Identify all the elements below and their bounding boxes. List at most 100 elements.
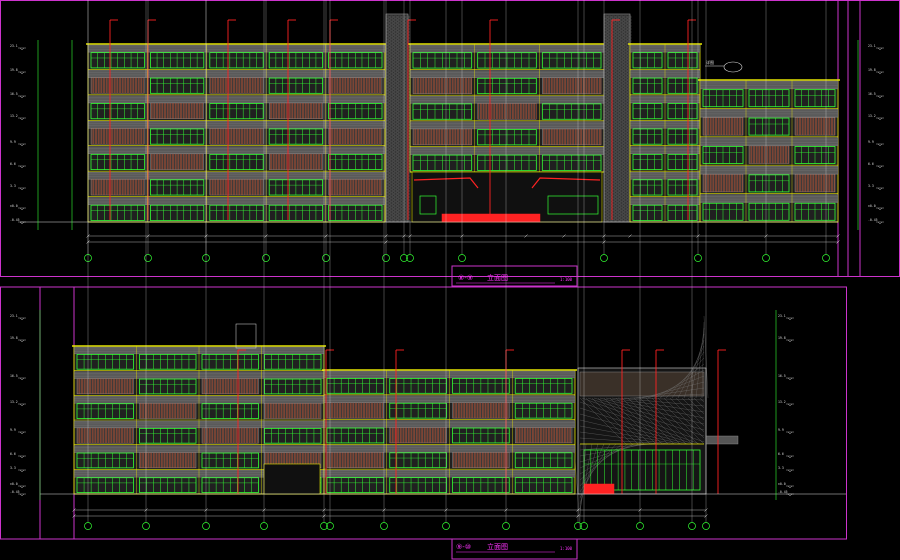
stair-tower-left-brick (405, 135, 410, 139)
stair-tower-left-brick (393, 132, 398, 136)
stair-tower-right-brick (615, 207, 620, 211)
stair-tower-right-brick (619, 57, 624, 61)
atrium-mesh (579, 443, 617, 487)
stair-tower-right-brick (607, 111, 612, 115)
stair-tower-left-brick (397, 42, 402, 46)
stair-tower-right-brick (607, 141, 612, 145)
stair-tower-right-brick (607, 87, 612, 91)
stair-tower-left-brick (401, 150, 406, 154)
stair-tower-right-brick (607, 126, 612, 130)
stair-tower-left-brick (389, 96, 394, 100)
stair-tower-right-brick (623, 156, 628, 160)
stair-tower-left-brick (393, 126, 398, 130)
stair-tower-right-brick (607, 57, 612, 61)
stair-tower-right-brick (615, 72, 620, 76)
stair-tower-left-brick (389, 51, 394, 55)
stair-tower-left-brick (393, 216, 398, 220)
stair-tower-right-brick (619, 36, 624, 40)
stair-tower-left-brick (393, 15, 398, 19)
stair-tower-right-brick (615, 201, 620, 205)
stair-tower-left-brick (405, 195, 410, 199)
stair-tower-left-brick (389, 78, 394, 82)
stair-tower-left-brick (397, 216, 402, 220)
stair-tower-right-brick (619, 141, 624, 145)
stair-tower-left-brick (405, 75, 410, 79)
stair-tower-left-brick (389, 15, 394, 19)
level-symbol (876, 117, 884, 121)
atrium-mesh (647, 375, 705, 399)
stair-tower-right-brick (619, 33, 624, 37)
stair-tower-right-brick (627, 27, 632, 31)
stair-tower-left-brick (393, 120, 398, 124)
stair-tower-left-brick (397, 174, 402, 178)
stair-tower-left-brick (405, 27, 410, 31)
stair-tower-left-brick (389, 45, 394, 49)
stair-tower-left-brick (405, 21, 410, 25)
spandrel-band (699, 166, 839, 175)
stair-tower-right-brick (615, 111, 620, 115)
stair-tower-left-brick (397, 66, 402, 70)
stair-tower-left-brick (389, 57, 394, 61)
spandrel-band (409, 44, 605, 53)
stair-tower-right-brick (619, 87, 624, 91)
stair-tower-left-brick (393, 150, 398, 154)
stair-tower-left-brick (393, 201, 398, 205)
stair-tower-left-brick (401, 147, 406, 151)
stair-tower-right-brick (623, 129, 628, 133)
stair-tower-right-brick (623, 180, 628, 184)
roof-structure (235, 323, 257, 349)
stair-tower-left-brick (401, 39, 406, 43)
stair-tower-left-brick (405, 33, 410, 37)
stair-tower-right-brick (619, 102, 624, 106)
level-label: 23.1 (778, 314, 786, 318)
stair-tower-right-brick (615, 30, 620, 34)
level-symbol (18, 485, 26, 489)
atrium-entry-steps (583, 483, 615, 495)
spandrel-band (87, 70, 386, 78)
stair-tower-left-brick (389, 186, 394, 190)
stair-tower-right-brick (627, 36, 632, 40)
stair-tower-left-brick (401, 192, 406, 196)
stair-tower-left-brick (405, 30, 410, 34)
atrium-mesh-cross (699, 397, 705, 403)
stair-tower-left-brick (397, 75, 402, 79)
stair-tower-left-brick (401, 114, 406, 118)
stair-tower-left-brick (401, 180, 406, 184)
stair-tower-left-brick (389, 39, 394, 43)
stair-tower-right-brick (623, 15, 628, 19)
stair-tower-right-brick (623, 87, 628, 91)
stair-tower-right-brick (623, 198, 628, 202)
upper-elevation-building (20, 13, 859, 244)
stair-tower-right-brick (607, 204, 612, 208)
stair-tower-left-brick (397, 168, 402, 172)
stair-tower-left-brick (401, 36, 406, 40)
stair-tower-left-brick (397, 207, 402, 211)
stair-tower-left-brick (405, 114, 410, 118)
stair-tower-left-brick (405, 90, 410, 94)
stair-tower-left-brick (401, 15, 406, 19)
stair-tower-right-brick (607, 195, 612, 199)
hall-door (419, 195, 437, 215)
stair-tower-right-brick (623, 54, 628, 58)
stair-tower-right-brick (623, 189, 628, 193)
dimension-line-tick (628, 234, 632, 238)
level-symbol (876, 143, 884, 147)
level-symbol (876, 71, 884, 75)
stair-tower-left-brick (389, 90, 394, 94)
axis-bubble (322, 254, 330, 262)
stair-tower-left-brick (389, 162, 394, 166)
atrium-mesh (635, 387, 705, 399)
stair-tower-right-brick (619, 120, 624, 124)
atrium-mesh (579, 419, 683, 445)
stair-tower-left-brick (397, 141, 402, 145)
stair-tower-right-brick (619, 114, 624, 118)
stair-tower-right-brick (619, 153, 624, 157)
stair-tower-left-brick (389, 123, 394, 127)
stair-tower-left-brick (401, 195, 406, 199)
stair-tower-right-brick (623, 195, 628, 199)
level-label: 3.3 (778, 466, 784, 470)
stair-tower-left-brick (397, 153, 402, 157)
stair-tower-left-brick (397, 30, 402, 34)
stair-tower-right-brick (619, 204, 624, 208)
stair-tower-right-brick (607, 24, 612, 28)
